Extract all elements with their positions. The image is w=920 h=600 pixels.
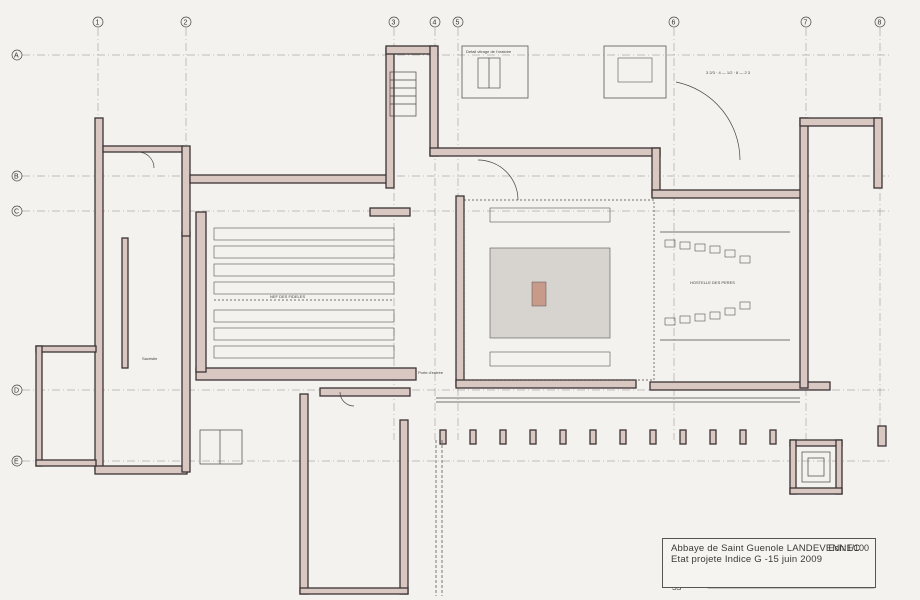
axis-row-c: C xyxy=(14,209,19,216)
axis-row-e: E xyxy=(14,459,19,466)
signature-mark: SS xyxy=(672,585,682,592)
nave-benches xyxy=(213,227,395,359)
exterior-walls xyxy=(35,45,887,595)
axis-col-3: 3 xyxy=(392,20,396,27)
drawing-scale: Ech:1/100 xyxy=(828,543,869,553)
detail-window-label: Detail vitrage de l'oratoire xyxy=(466,49,512,54)
axis-col-1: 1 xyxy=(96,20,100,27)
axis-col-8: 8 xyxy=(878,20,882,27)
door-swings xyxy=(137,81,741,407)
drawing-title: Abbaye de Saint Guenole LANDEVENNEC xyxy=(671,543,861,554)
grid-row-markers: A B C D E xyxy=(11,49,23,467)
detail-insets xyxy=(461,45,667,99)
axis-row-d: D xyxy=(14,388,19,395)
axis-col-4: 4 xyxy=(433,20,437,27)
choir-stalls xyxy=(660,231,790,341)
axis-col-7: 7 xyxy=(804,20,808,27)
porch-label: Porte d'entrée xyxy=(418,370,444,375)
axis-row-a: A xyxy=(14,53,19,60)
choir-paving xyxy=(463,199,655,381)
grid-column-markers: 1 2 3 4 5 6 7 8 xyxy=(92,16,886,28)
axis-row-b: B xyxy=(14,174,19,181)
se-stair-tower xyxy=(801,451,831,483)
handwritten-note: 3 2/3 · 4 — 1/2 · 8 — 2 3 xyxy=(706,70,751,75)
nave-label: NEF DES FIDELES xyxy=(270,294,305,299)
sacristy-label: Sacristie xyxy=(142,356,158,361)
cloister-piers xyxy=(435,397,800,596)
axis-col-6: 6 xyxy=(672,20,676,27)
west-stair xyxy=(199,71,417,465)
title-block: Abbaye de Saint Guenole LANDEVENNEC Etat… xyxy=(662,538,876,588)
choir-label: HOSTELLE DES PERES xyxy=(690,280,735,285)
drawing-revision: Etat projete Indice G -15 juin 2009 xyxy=(671,554,823,565)
axis-col-5: 5 xyxy=(456,20,460,27)
axis-col-2: 2 xyxy=(184,20,188,27)
